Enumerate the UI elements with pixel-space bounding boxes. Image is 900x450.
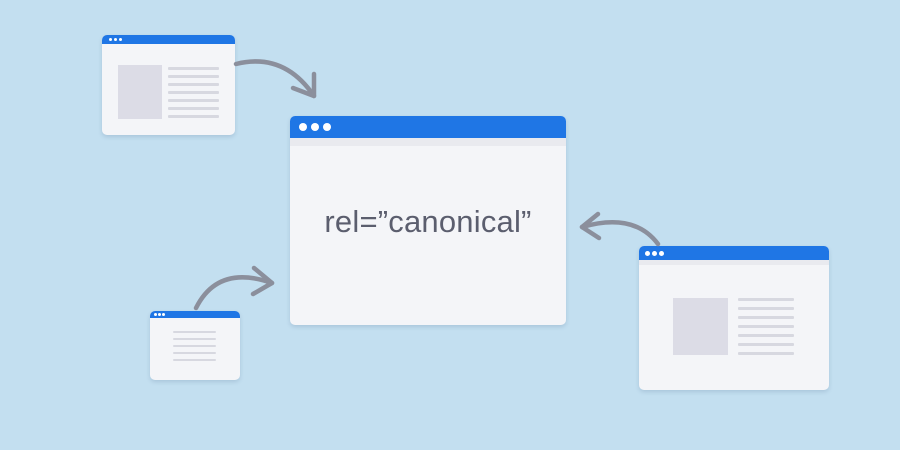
window-control-dot (645, 251, 650, 256)
window-toolbar-strip (639, 260, 829, 265)
duplicate-page-window-bottom-left (150, 311, 240, 380)
canonical-label: rel=”canonical” (324, 204, 532, 239)
window-control-dot (323, 123, 331, 131)
window-control-dot (659, 251, 664, 256)
window-toolbar-strip (290, 138, 566, 146)
window-control-dot (652, 251, 657, 256)
text-line (168, 83, 219, 86)
window-titlebar (102, 35, 235, 44)
window-control-dot (162, 313, 165, 316)
text-line (173, 331, 216, 333)
text-line (168, 91, 219, 94)
text-line (168, 75, 219, 78)
text-line (168, 67, 219, 70)
window-control-dot (299, 123, 307, 131)
text-line (173, 338, 216, 340)
arrow-icon (233, 59, 317, 99)
text-line (738, 316, 794, 319)
text-line (168, 99, 219, 102)
text-line (168, 115, 219, 118)
window-control-dot (311, 123, 319, 131)
text-line (738, 325, 794, 328)
arrow-icon (193, 265, 275, 311)
canonical-page-window: rel=”canonical” (290, 116, 566, 325)
text-line (173, 359, 216, 361)
text-line (738, 334, 794, 337)
duplicate-page-window-right (639, 246, 829, 390)
window-titlebar (639, 246, 829, 260)
text-line (738, 352, 794, 355)
arrow-icon (579, 211, 661, 247)
text-line (173, 345, 216, 347)
window-control-dot (154, 313, 157, 316)
text-line (738, 298, 794, 301)
image-placeholder-icon (673, 298, 728, 355)
window-control-dot (158, 313, 161, 316)
image-placeholder-icon (118, 65, 162, 119)
text-line (738, 343, 794, 346)
window-titlebar (290, 116, 566, 138)
text-line (738, 307, 794, 310)
text-line (173, 352, 216, 354)
window-control-dot (119, 38, 122, 41)
window-control-dot (109, 38, 112, 41)
duplicate-page-window-top-left (102, 35, 235, 135)
window-control-dot (114, 38, 117, 41)
window-titlebar (150, 311, 240, 318)
text-line (168, 107, 219, 110)
